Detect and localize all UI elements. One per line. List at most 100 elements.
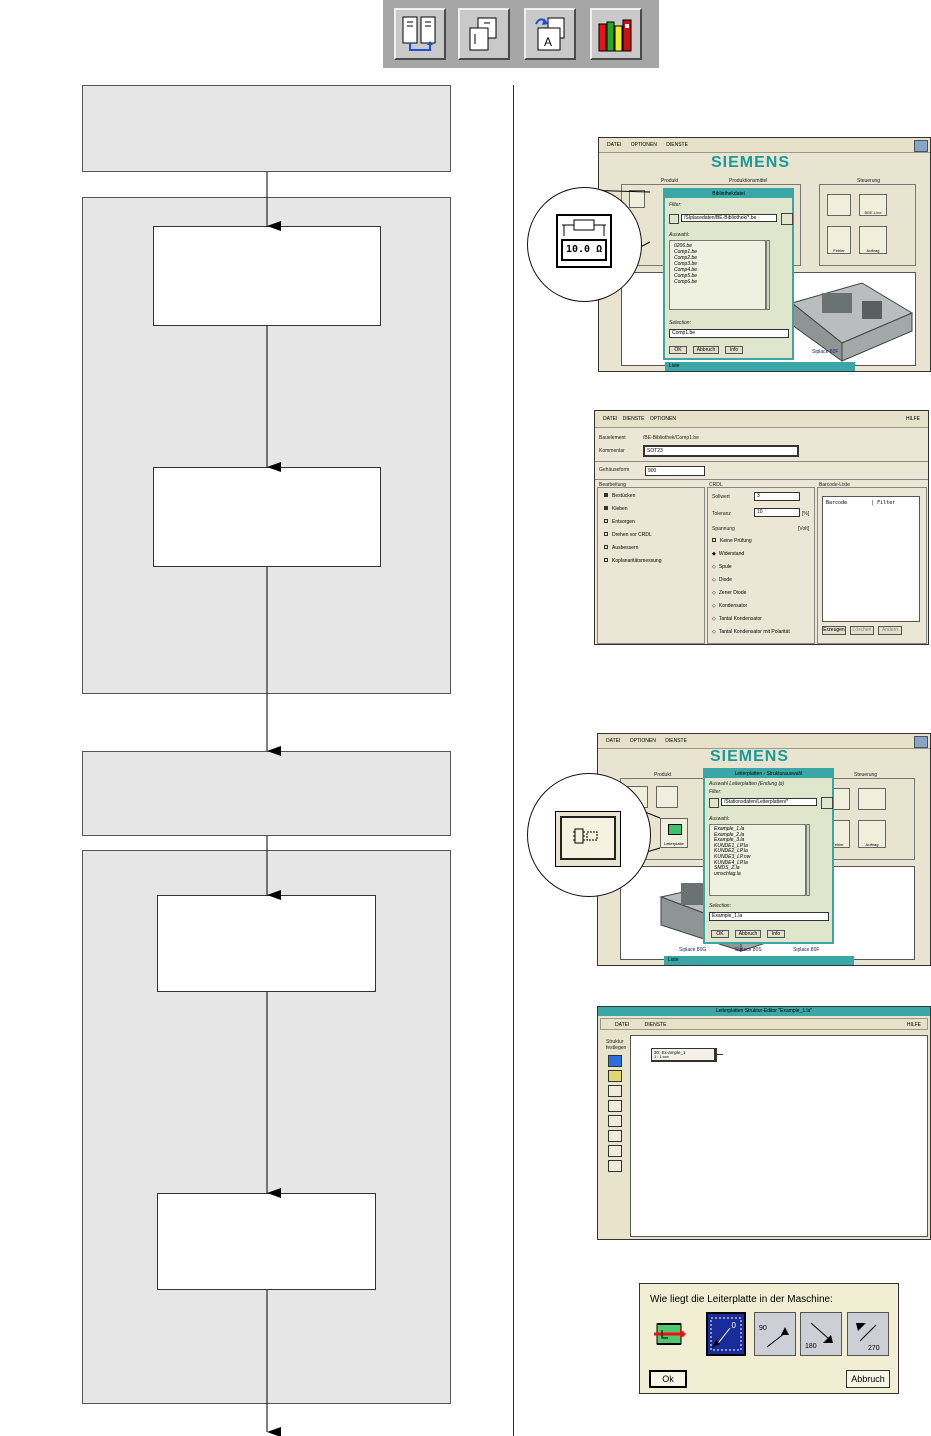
ok-button[interactable]: OK: [711, 930, 729, 938]
sollwert-input[interactable]: 3: [754, 492, 800, 501]
info-button[interactable]: Info: [767, 930, 785, 938]
menu-datei[interactable]: DATEI: [606, 738, 621, 744]
ok-button[interactable]: Ok: [649, 1370, 687, 1388]
board-tool-icon[interactable]: [608, 1070, 622, 1082]
leiterplatte-button[interactable]: Leiterplatte: [660, 818, 688, 848]
window-icon[interactable]: [914, 140, 928, 152]
barcode-list[interactable]: Barcode | Filter: [822, 496, 920, 622]
auftrag-button[interactable]: Auftrag: [859, 226, 887, 254]
menu-dienste[interactable]: DIENSTE: [666, 142, 688, 148]
menu-hilfe[interactable]: HILFE: [905, 416, 920, 422]
list-item[interactable]: Comp2.be: [674, 255, 698, 261]
filter-search-icon[interactable]: [821, 797, 833, 809]
filter-input[interactable]: /Stationsdaten/Leiterplatten/*: [721, 798, 817, 806]
copy-tool-icon[interactable]: [608, 1115, 622, 1127]
list-scrollbar[interactable]: [806, 824, 810, 896]
move-horizontal-icon[interactable]: [608, 1130, 622, 1142]
checkbox-row[interactable]: Ausbessern: [604, 542, 704, 555]
radio-row[interactable]: ◇Zener Diode: [712, 590, 747, 596]
filter-input[interactable]: /SIplacedaten/BE-Bibliothek/*.be: [681, 214, 777, 222]
orientation-0-button[interactable]: 0: [706, 1312, 746, 1356]
menu-optionen[interactable]: OPTIONEN: [630, 142, 657, 148]
list-item[interactable]: Comp1.be: [674, 249, 698, 255]
menu-dienste[interactable]: DIENSTE: [622, 416, 645, 422]
orientation-180-button[interactable]: 180: [800, 1312, 842, 1356]
cancel-button[interactable]: Abbruch: [693, 346, 719, 354]
move-vertical-icon[interactable]: [608, 1145, 622, 1157]
print-file-icon[interactable]: A: [524, 8, 576, 60]
radio-row[interactable]: ◇Tantal Kondensator: [712, 616, 762, 622]
radio-row[interactable]: ◇Spule: [712, 564, 732, 570]
list-item[interactable]: SMDS_Z.la: [714, 865, 740, 872]
list-item[interactable]: Comp5.be: [674, 273, 698, 279]
delete-tool-icon[interactable]: [608, 1160, 622, 1172]
orientation-270-button[interactable]: 270: [847, 1312, 889, 1356]
aendern-button[interactable]: Ändern: [878, 626, 902, 635]
checkbox-row[interactable]: Keine Prüfung: [712, 535, 790, 548]
radio-row[interactable]: ◇Kondensator: [712, 603, 748, 609]
product-button[interactable]: [629, 190, 645, 208]
erzeugen-button[interactable]: Erzeugen: [822, 626, 846, 635]
list-scrollbar[interactable]: [766, 240, 770, 310]
fehler-button[interactable]: Fehler: [827, 226, 851, 254]
checkbox-row[interactable]: Bestücken: [604, 490, 704, 503]
kommentar-input[interactable]: SOT23: [643, 445, 799, 457]
toleranz-input[interactable]: 10: [754, 508, 800, 517]
auftrag-button[interactable]: Auftrag: [858, 820, 886, 848]
monitor-button[interactable]: [827, 194, 851, 216]
list-item[interactable]: Example_3.la: [714, 837, 745, 844]
bde-line-button[interactable]: [858, 788, 886, 810]
file-list[interactable]: Example_1.la Example_2.la Example_3.la K…: [709, 824, 806, 896]
structure-canvas[interactable]: 30: Ex-ample_1 1 : 1:xxx: [630, 1035, 928, 1237]
selection-input[interactable]: Example_1.la: [709, 912, 829, 921]
list-item[interactable]: Comp6.be: [674, 279, 698, 285]
menu-hilfe[interactable]: HILFE: [906, 1022, 921, 1028]
library-books-icon[interactable]: [590, 8, 642, 60]
radio-row[interactable]: ◇Diode: [712, 577, 732, 583]
list-item[interactable]: 0206.be: [674, 243, 693, 249]
orientation-90-button[interactable]: 90: [754, 1312, 796, 1356]
window-icon[interactable]: [914, 736, 928, 748]
menu-optionen[interactable]: OPTIONEN: [649, 416, 676, 422]
menu-optionen[interactable]: OPTIONEN: [629, 738, 656, 744]
menu-dienste[interactable]: DIENSTE: [665, 738, 687, 744]
list-item[interactable]: KUNDE2_LP.la: [714, 848, 748, 855]
component-button[interactable]: [656, 786, 678, 808]
checkbox-row[interactable]: Koplanaritätsmessung: [604, 555, 704, 568]
radio-row[interactable]: ◆Widerstand: [712, 551, 745, 557]
list-item[interactable]: KUNDE3_LP.nw: [714, 853, 751, 860]
layout-icon[interactable]: [394, 8, 446, 60]
checkbox-row[interactable]: Entsorgen: [604, 516, 704, 529]
selection-input[interactable]: Comp1.be: [669, 329, 789, 338]
structure-node[interactable]: 30: Ex-ample_1 1 : 1:xxx: [651, 1048, 717, 1062]
checkbox-row[interactable]: Kleben: [604, 503, 704, 516]
loeschen-button[interactable]: Löschen: [850, 626, 874, 635]
list-item[interactable]: Example_1.la: [714, 826, 745, 832]
menu-dienste[interactable]: DIENSTE: [644, 1022, 667, 1028]
cancel-button[interactable]: Abbruch: [846, 1370, 890, 1388]
edit-tool-icon[interactable]: [608, 1100, 622, 1112]
filter-search-icon[interactable]: [781, 213, 793, 225]
menu-datei[interactable]: DATEI: [615, 1022, 630, 1028]
ok-button[interactable]: OK: [669, 346, 687, 354]
file-list[interactable]: 0206.be Comp1.be Comp2.be Comp3.be Comp4…: [669, 240, 766, 310]
cancel-button[interactable]: Abbruch: [735, 930, 761, 938]
filter-icon[interactable]: [709, 798, 719, 808]
arrow-tool-icon[interactable]: [608, 1055, 622, 1067]
bde-line-button[interactable]: BDE-Line: [859, 194, 887, 216]
filter-icon[interactable]: [669, 214, 679, 224]
info-button[interactable]: Info: [725, 346, 743, 354]
list-item[interactable]: Comp4.be: [674, 267, 698, 273]
pages-icon[interactable]: [458, 8, 510, 60]
list-item[interactable]: Example_2.la: [714, 831, 745, 838]
list-item[interactable]: Comp3.be: [674, 261, 698, 267]
checkbox-row[interactable]: Drehen vor CRDL: [604, 529, 704, 542]
menu-datei[interactable]: DATEI: [607, 142, 622, 148]
menu-datei[interactable]: DATEI: [603, 416, 618, 422]
list-item[interactable]: umschlag.la: [714, 870, 741, 877]
link-tool-icon[interactable]: [608, 1085, 622, 1097]
list-item[interactable]: KUNDE4_LP.la: [714, 859, 748, 866]
radio-row[interactable]: ◇Tantal Kondensator mit Polarität: [712, 629, 790, 635]
list-item[interactable]: KUNDE1_LP.la: [714, 842, 748, 849]
gehaeuse-input[interactable]: 900: [645, 466, 705, 476]
